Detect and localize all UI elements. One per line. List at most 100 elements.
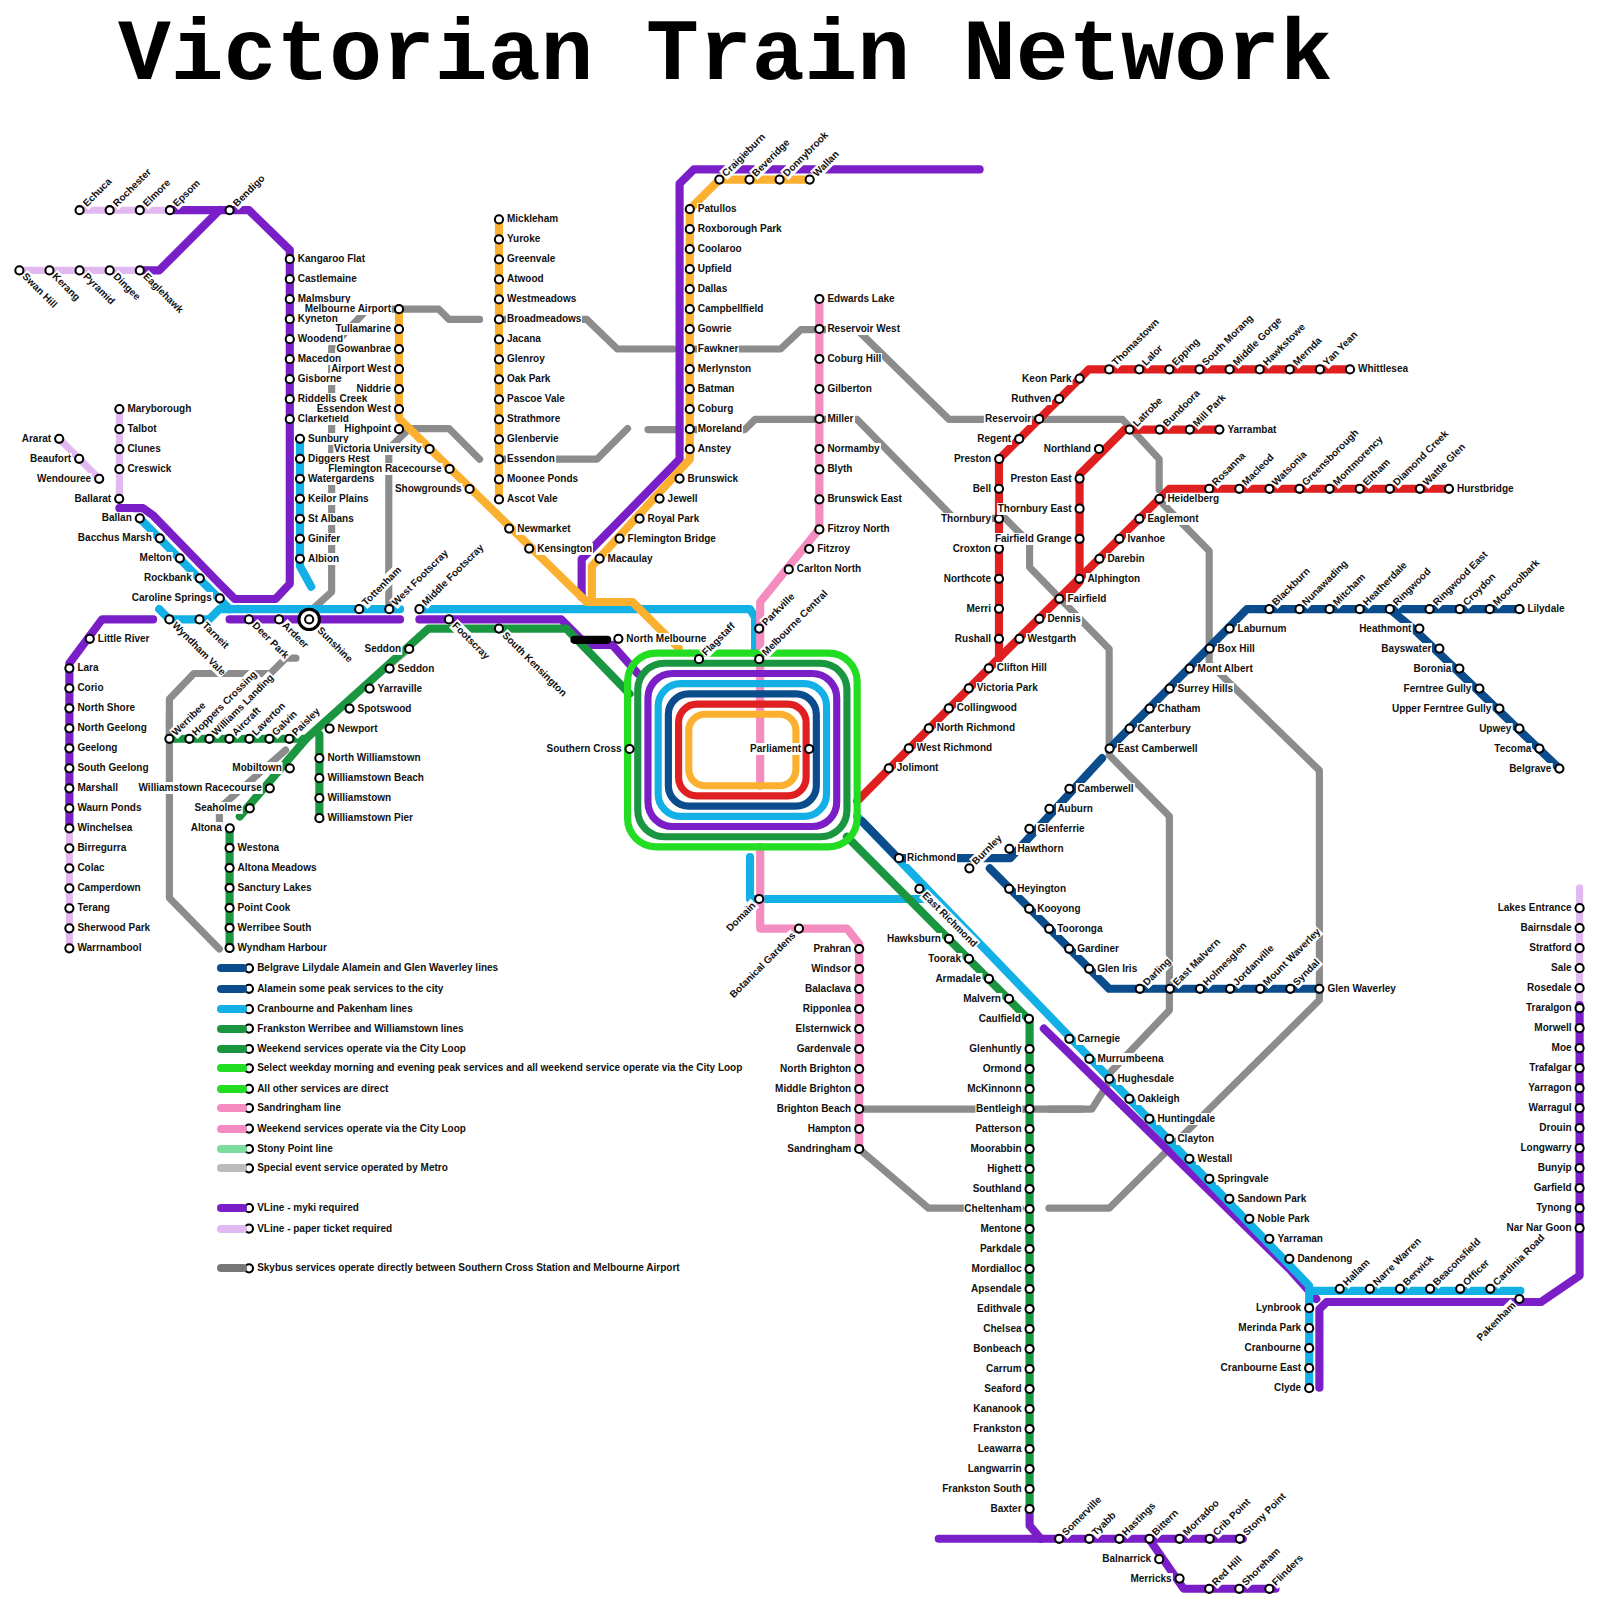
- rail-line: [668, 694, 816, 806]
- station-dot: [1316, 365, 1324, 373]
- station-dot: [446, 465, 454, 473]
- station-name: Thornbury East: [997, 503, 1073, 515]
- station-dot: [1226, 624, 1234, 632]
- station-dot: [296, 475, 304, 483]
- station-dot: [1136, 985, 1144, 993]
- station-dot: [1336, 1285, 1344, 1293]
- station-name: Gardenvale: [796, 1043, 852, 1055]
- station-name: Southland: [972, 1183, 1023, 1195]
- station-dot: [1235, 485, 1243, 493]
- station-name: Southern Cross: [546, 743, 623, 755]
- legend-swatch: [217, 1045, 247, 1053]
- station-name: Warragul: [1528, 1102, 1573, 1114]
- station-name: Clifton Hill: [996, 662, 1048, 674]
- station-dot: [466, 485, 474, 493]
- station-dot: [226, 884, 234, 892]
- station-dot: [1576, 1124, 1584, 1132]
- station-dot: [106, 266, 114, 274]
- station-dot: [286, 375, 294, 383]
- station-dot: [895, 854, 903, 862]
- station-dot: [1576, 984, 1584, 992]
- station-dot: [296, 435, 304, 443]
- station-dot: [1515, 724, 1523, 732]
- station-dot: [965, 864, 973, 872]
- station-dot: [885, 764, 893, 772]
- legend-swatch: [217, 1125, 247, 1133]
- station-dot: [286, 415, 294, 423]
- station-dot: [1535, 744, 1543, 752]
- station-dot: [855, 1065, 863, 1073]
- rail-line: [299, 609, 319, 629]
- station-dot: [1026, 1225, 1034, 1233]
- station-name: Epsom: [170, 177, 203, 210]
- legend-text: Skybus services operate directly between…: [257, 1262, 680, 1274]
- rail-line: [315, 735, 323, 819]
- station-name: Batman: [697, 383, 736, 395]
- station-dot: [495, 415, 503, 423]
- station-dot: [815, 525, 823, 533]
- station-name: Cardinia Road: [1490, 1231, 1548, 1289]
- station-dot: [395, 305, 403, 313]
- station-dot: [815, 465, 823, 473]
- station-dot: [286, 255, 294, 263]
- station-dot: [1576, 1204, 1584, 1212]
- station-dot: [1026, 1445, 1034, 1453]
- station-dot: [115, 425, 123, 433]
- station-name: Ararat: [21, 433, 52, 445]
- station-dot: [1126, 724, 1134, 732]
- station-dot: [76, 266, 84, 274]
- legend-text: Weekend services operate via the City Lo…: [257, 1043, 466, 1055]
- station-dot: [1305, 1364, 1313, 1372]
- station-dot: [315, 794, 323, 802]
- station-name: Kensington: [536, 543, 593, 555]
- station-dot: [1155, 495, 1163, 503]
- station-dot: [1095, 445, 1103, 453]
- station-dot: [415, 605, 423, 613]
- station-name: Hughesdale: [1116, 1073, 1175, 1085]
- station-dot: [65, 864, 73, 872]
- station-dot: [296, 555, 304, 563]
- station-dot: [1225, 1195, 1233, 1203]
- station-dot: [286, 315, 294, 323]
- station-name: Seddon: [397, 663, 436, 675]
- legend-swatch: [217, 1104, 247, 1112]
- rail-line: [66, 829, 73, 949]
- station-dot: [1035, 615, 1043, 623]
- station-dot: [495, 475, 503, 483]
- station-dot: [805, 545, 813, 553]
- station-name: Dandenong: [1296, 1253, 1353, 1265]
- station-dot: [1285, 1255, 1293, 1263]
- station-dot: [426, 445, 434, 453]
- station-dot: [985, 975, 993, 983]
- station-dot: [1386, 485, 1394, 493]
- station-dot: [395, 365, 403, 373]
- station-dot: [1105, 365, 1113, 373]
- station-dot: [806, 176, 814, 184]
- station-name: Langwarrin: [967, 1463, 1023, 1475]
- station-name: Camberwell: [1076, 783, 1134, 795]
- legend-text: Select weekday morning and evening peak …: [257, 1062, 742, 1074]
- station-name: Mentone: [979, 1223, 1022, 1235]
- station-dot: [815, 295, 823, 303]
- station-name: Garfield: [1533, 1182, 1573, 1194]
- station-name: Tullamarine: [335, 323, 392, 335]
- station-dot: [1075, 575, 1083, 583]
- station-name: Prahran: [812, 943, 852, 955]
- station-name: Canterbury: [1137, 723, 1192, 735]
- rail-line: [847, 837, 1030, 1510]
- station-dot: [1026, 1125, 1034, 1133]
- station-dot: [55, 435, 63, 443]
- station-dot: [1015, 635, 1023, 643]
- rail-line: [80, 207, 170, 214]
- station-name: Glenbervie: [506, 433, 560, 445]
- station-dot: [686, 445, 694, 453]
- station-name: Corio: [76, 682, 104, 694]
- station-dot: [286, 395, 294, 403]
- station-name: Yarrambat: [1226, 424, 1277, 436]
- station-dot: [495, 235, 503, 243]
- rail-line: [638, 663, 847, 836]
- station-name: Upper Ferntree Gully: [1391, 703, 1492, 715]
- station-name: Altona Meadows: [237, 862, 318, 874]
- station-dot: [1026, 1385, 1034, 1393]
- station-dot: [495, 375, 503, 383]
